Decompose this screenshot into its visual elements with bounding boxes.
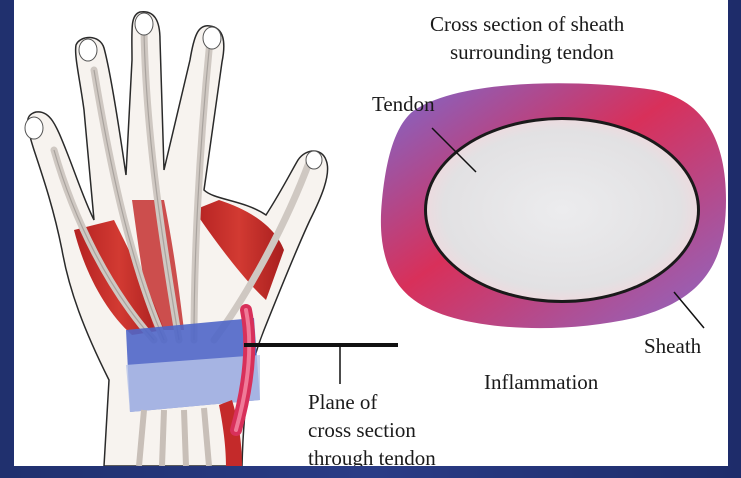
plane-label-line-2: cross section xyxy=(308,418,416,443)
title-line-2: surrounding tendon xyxy=(450,40,614,65)
inflammation-label: Inflammation xyxy=(484,370,598,395)
sheath-label: Sheath xyxy=(644,334,701,359)
title-line-1: Cross section of sheath xyxy=(430,12,624,37)
plane-label-line-3: through tendon xyxy=(308,446,436,466)
hand-illustration xyxy=(25,12,328,466)
plane-label-line-1: Plane of xyxy=(308,390,377,415)
tendon-label: Tendon xyxy=(372,92,435,117)
illustration-panel: Cross section of sheath surrounding tend… xyxy=(14,0,728,466)
sheath-leader-line xyxy=(674,292,704,328)
sheath-cross-section xyxy=(381,83,726,328)
